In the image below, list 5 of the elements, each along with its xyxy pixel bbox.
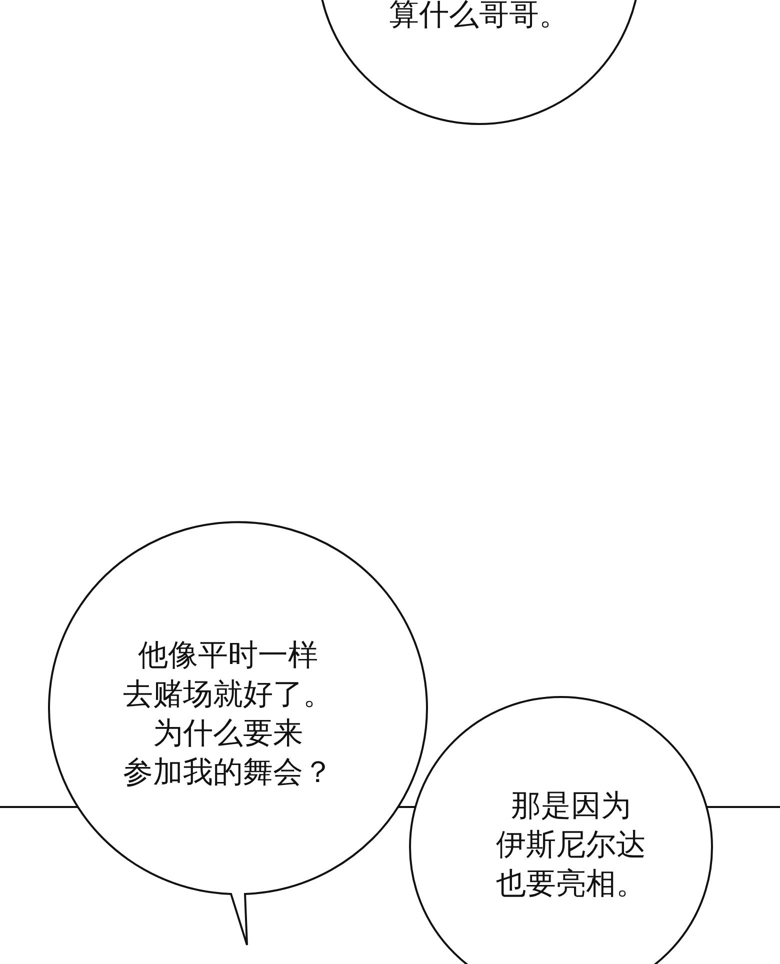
- speech-text: 那是因为伊斯尼尔达也要亮相。: [496, 788, 646, 904]
- speech-bubble: [408, 695, 714, 964]
- speech-text: 算什么哥哥。: [389, 0, 569, 34]
- speech-text: 他像平时一样去赌场就好了。为什么要来参加我的舞会？: [123, 637, 333, 792]
- speech-bubble: [45, 524, 427, 948]
